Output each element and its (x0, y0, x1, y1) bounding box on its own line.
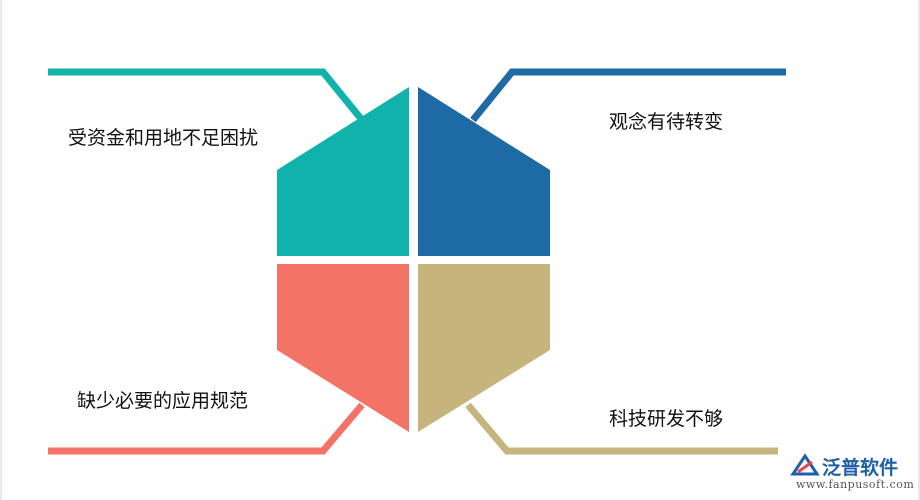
watermark-brand: 泛普软件 (822, 457, 899, 479)
connector-top-left (48, 68, 365, 123)
quadrant-top-left (277, 87, 409, 256)
quadrant-bottom-left (277, 264, 409, 432)
label-top-left: 受资金和用地不足困扰 (68, 127, 259, 149)
label-bottom-left: 缺少必要的应用规范 (77, 390, 249, 412)
page-right-border (918, 0, 920, 500)
connector-bottom-left (48, 402, 365, 455)
fanpu-logo-icon (790, 453, 820, 476)
quadrant-bottom-right (418, 264, 550, 432)
label-bottom-right: 科技研发不够 (609, 408, 724, 430)
connector-bottom-right (465, 402, 778, 455)
page-left-border (0, 0, 2, 500)
connector-top-right (470, 68, 786, 123)
label-top-right: 观念有待转变 (609, 111, 724, 133)
watermark-url: www.fanpusoft.com (796, 478, 915, 491)
quadrant-top-right (418, 87, 550, 256)
